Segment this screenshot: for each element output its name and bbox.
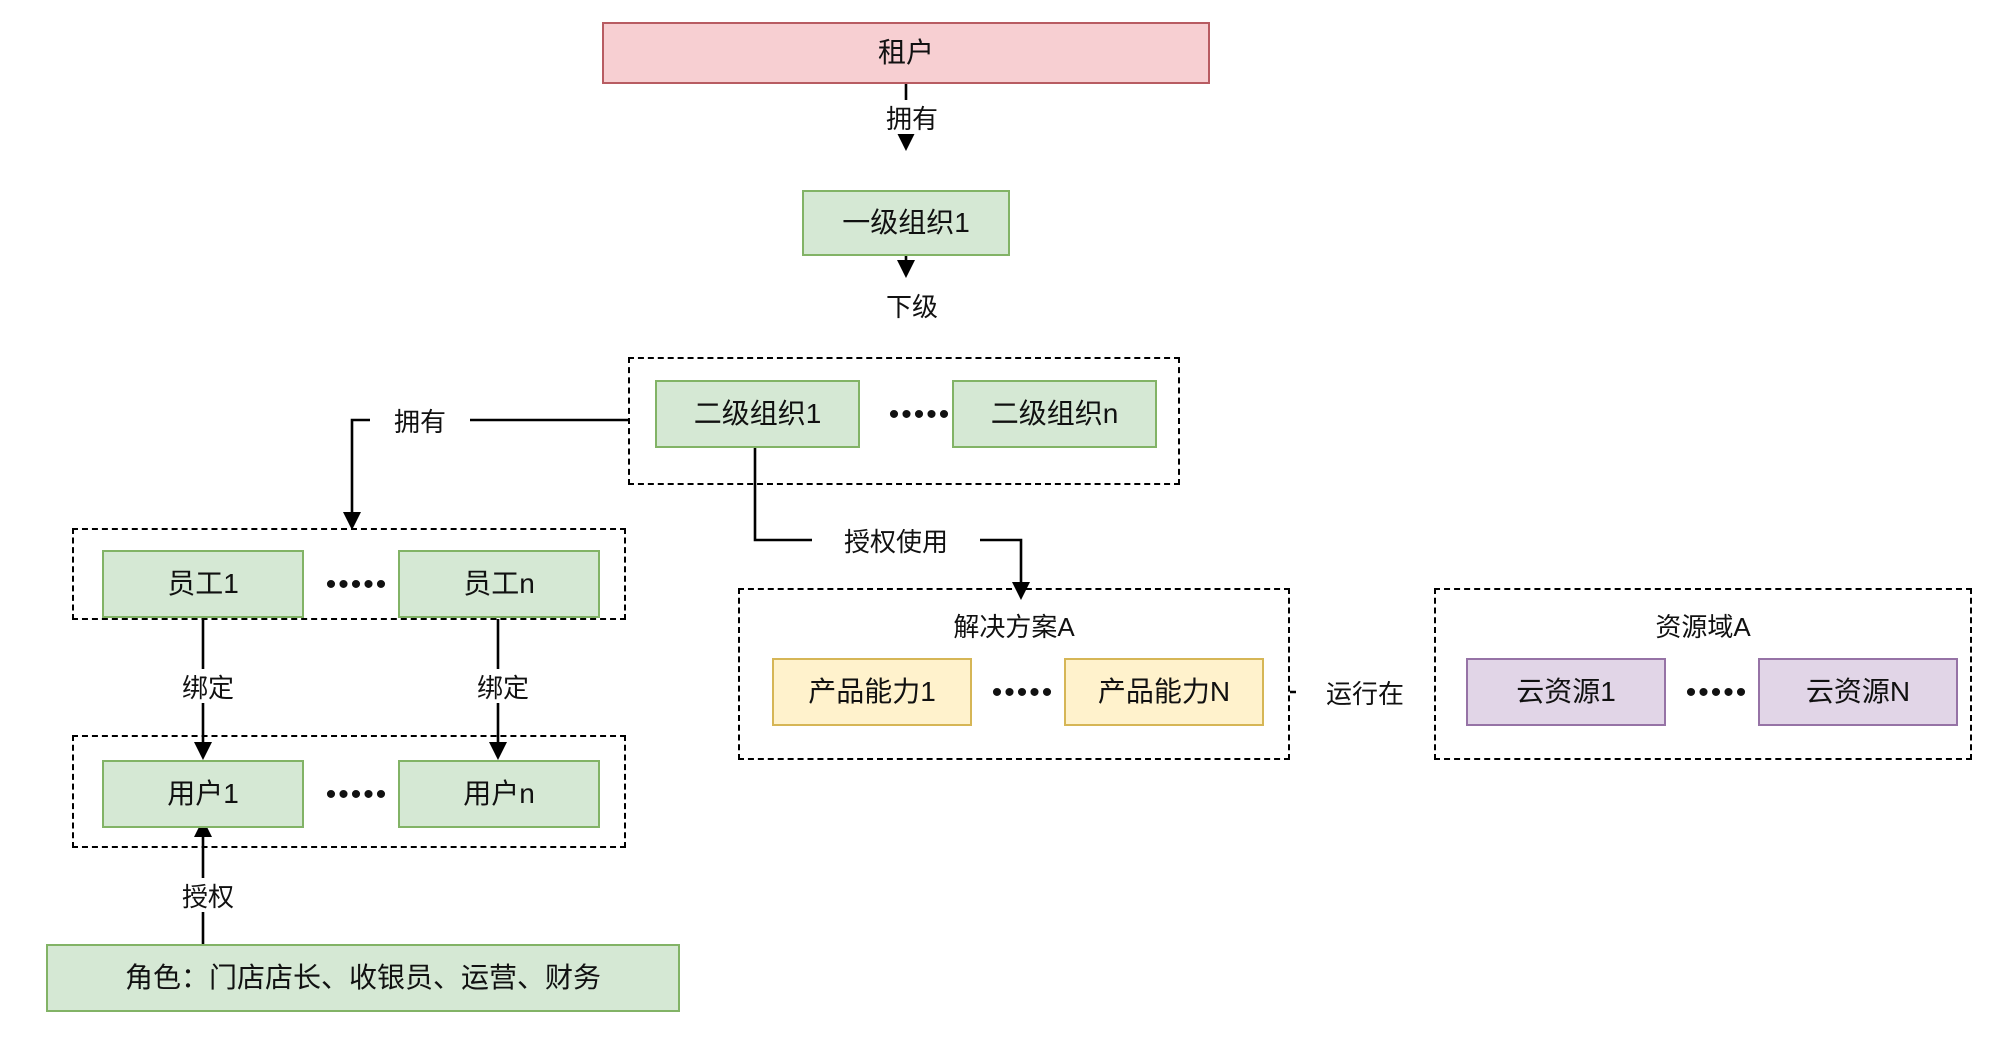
node-role-box-label: 角色：门店店长、收银员、运营、财务: [124, 962, 601, 994]
edge-label-employeen-to-usern: 绑定: [453, 669, 553, 703]
node-employee-first-label: 员工1: [167, 568, 239, 600]
node-cloud-last[interactable]: 云资源N: [1758, 658, 1958, 726]
node-org-level1[interactable]: 一级组织1: [802, 190, 1010, 256]
group-org-level2: [628, 357, 1180, 485]
edge-label-text: 运行在: [1325, 678, 1404, 709]
group-solution-title: 解决方案A: [953, 612, 1075, 642]
edge-label-role-to-user: 授权: [158, 878, 258, 912]
group-user: [72, 735, 626, 848]
edge-label-employee1-to-user1: 绑定: [158, 669, 258, 703]
node-capability-first-label: 产品能力1: [808, 676, 936, 708]
node-employee-first[interactable]: 员工1: [102, 550, 304, 618]
node-employee-last-label: 员工n: [463, 568, 535, 600]
node-cloud-last-label: 云资源N: [1805, 676, 1911, 708]
node-capability-last[interactable]: 产品能力N: [1064, 658, 1264, 726]
node-capability-first[interactable]: 产品能力1: [772, 658, 972, 726]
edge-label-text: 绑定: [181, 672, 234, 703]
edge-label-text: 授权使用: [843, 526, 948, 557]
node-user-first[interactable]: 用户1: [102, 760, 304, 828]
edge-label-text: 拥有: [885, 103, 938, 134]
edge-label-text: 绑定: [476, 672, 529, 703]
node-org-level2-last-label: 二级组织n: [990, 398, 1119, 430]
node-cloud-first[interactable]: 云资源1: [1466, 658, 1666, 726]
node-employee-last[interactable]: 员工n: [398, 550, 600, 618]
node-tenant[interactable]: 租户: [602, 22, 1210, 84]
ellipsis-employee: •••••: [325, 568, 389, 601]
node-tenant-label: 租户: [877, 37, 934, 69]
edge-label-text: 授权: [181, 881, 234, 912]
ellipsis-user: •••••: [325, 778, 389, 811]
edge-label-text: 拥有: [393, 406, 446, 437]
group-employee: [72, 528, 626, 620]
group-resource-domain: [1434, 588, 1972, 760]
node-cloud-first-label: 云资源1: [1516, 676, 1616, 708]
node-org-level1-label: 一级组织1: [842, 207, 970, 239]
node-user-last-label: 用户n: [463, 778, 535, 810]
node-org-level2-first[interactable]: 二级组织1: [655, 380, 860, 448]
group-resource-domain-title: 资源域A: [1655, 612, 1751, 642]
node-user-last[interactable]: 用户n: [398, 760, 600, 828]
edge-label-solution-to-resource: 运行在: [1296, 675, 1434, 709]
edge-label-org2-to-employee: 拥有: [370, 403, 470, 437]
node-user-first-label: 用户1: [167, 778, 239, 810]
node-role-box[interactable]: 角色：门店店长、收银员、运营、财务: [46, 944, 680, 1012]
ellipsis-cloud: •••••: [1685, 676, 1749, 709]
group-solution: [738, 588, 1290, 760]
node-org-level2-last[interactable]: 二级组织n: [952, 380, 1157, 448]
edge-label-text: 下级: [885, 291, 938, 322]
edge-label-org2-to-solution: 授权使用: [812, 523, 980, 557]
ellipsis-capability: •••••: [991, 676, 1055, 709]
ellipsis-org-level2: •••••: [888, 398, 952, 431]
edge-label-org1-to-org2: 下级: [862, 288, 962, 322]
node-org-level2-first-label: 二级组织1: [693, 398, 822, 430]
connector-org2-to-employee: [342, 418, 628, 531]
node-capability-last-label: 产品能力N: [1097, 676, 1231, 708]
edge-label-tenant-to-org1: 拥有: [862, 100, 962, 134]
